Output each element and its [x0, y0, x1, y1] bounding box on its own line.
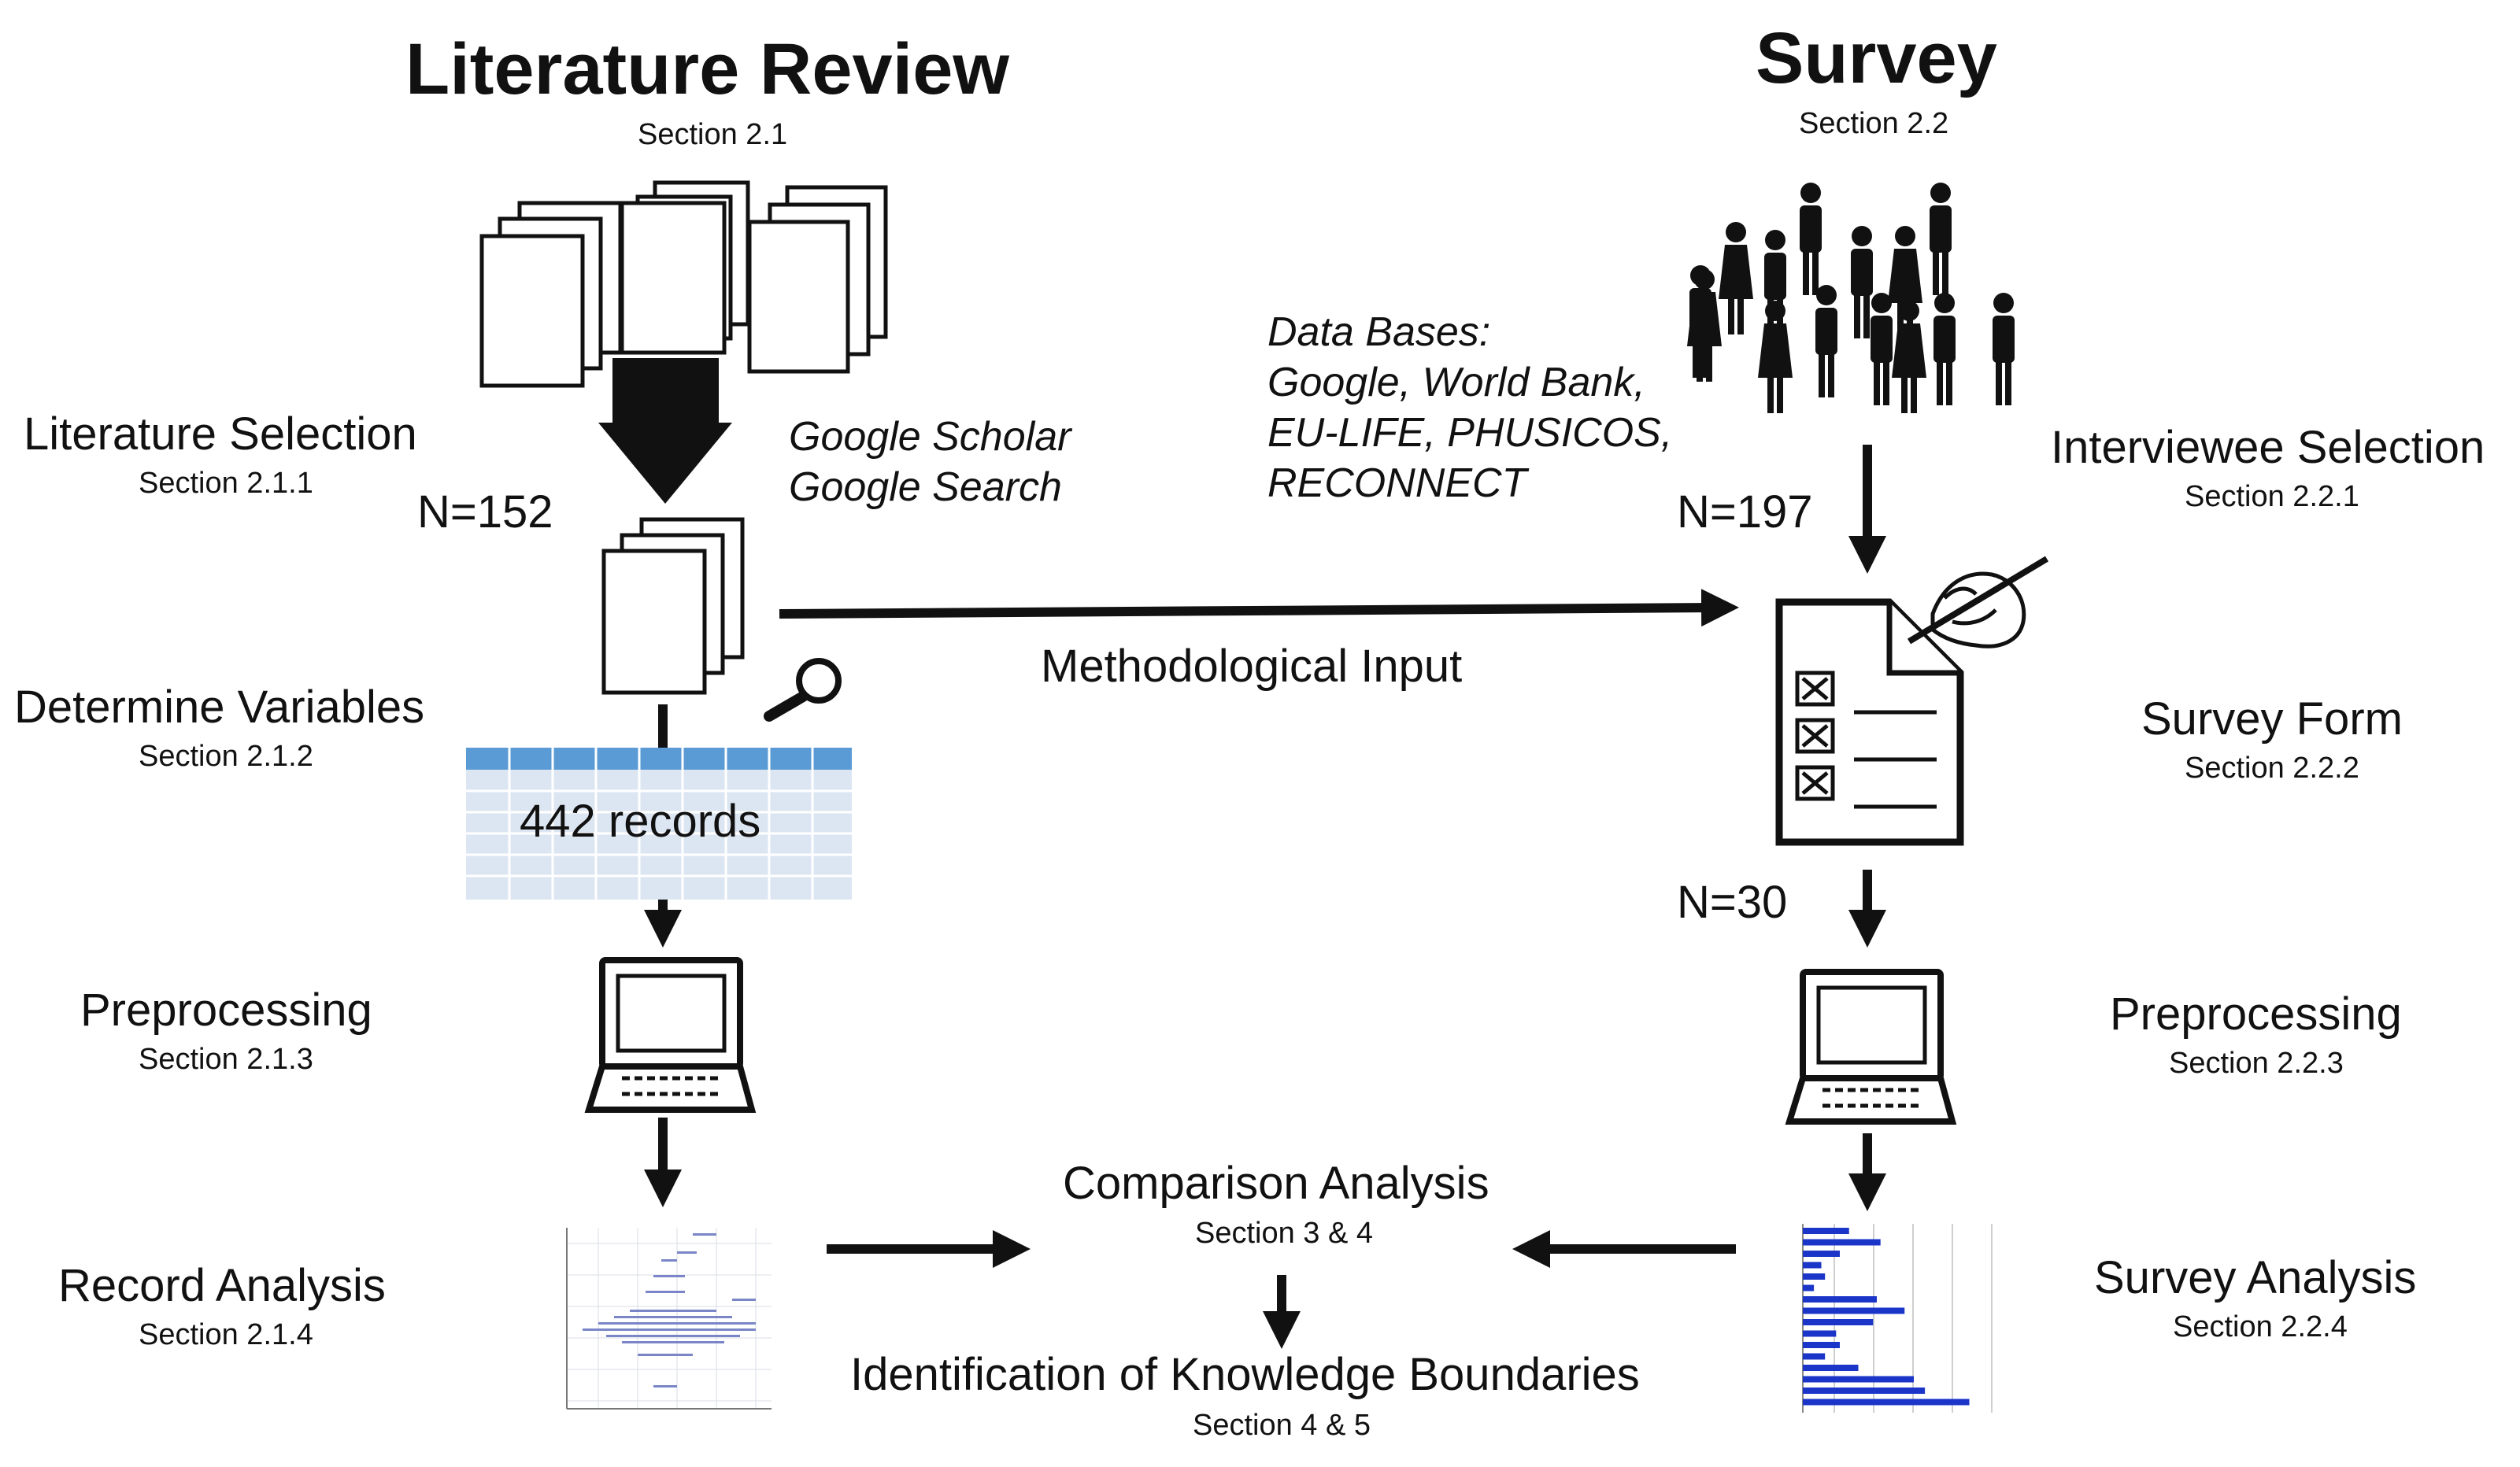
source-google-scholar: Google Scholar	[789, 414, 1071, 460]
survey-form-section: Section 2.2.2	[2185, 752, 2359, 785]
contacted-count: N=197	[1677, 486, 1813, 538]
identification-section: Section 4 & 5	[1193, 1409, 1371, 1442]
survey-analysis-label: Survey Analysis	[2094, 1252, 2417, 1303]
record-analysis-label: Record Analysis	[58, 1260, 386, 1311]
survey-bar	[1803, 1319, 1874, 1325]
survey-bar	[1803, 1228, 1849, 1234]
survey-bar	[1803, 1273, 1826, 1280]
literature-papers-icon	[479, 180, 888, 388]
literature-review-title: Literature Review	[405, 29, 1009, 109]
source-google-search: Google Search	[789, 464, 1062, 510]
comparison-analysis-label: Comparison Analysis	[1063, 1158, 1489, 1209]
papers-count: N=152	[417, 486, 553, 538]
survey-bars	[1803, 1228, 1970, 1406]
record-analysis-section: Section 2.1.4	[139, 1318, 313, 1351]
survey-bar	[1803, 1239, 1881, 1246]
laptop-icon-left	[584, 957, 757, 1113]
literature-selection-section: Section 2.1.1	[139, 467, 313, 500]
preprocessing-left-section: Section 2.1.3	[139, 1043, 313, 1076]
survey-bar	[1803, 1399, 1970, 1406]
interviewee-selection-label: Interviewee Selection	[2051, 422, 2485, 473]
survey-bar	[1803, 1353, 1826, 1360]
responses-count: N=30	[1677, 877, 1788, 928]
record-analysis-scatter-thumbnail	[555, 1224, 775, 1417]
survey-bar	[1803, 1307, 1905, 1314]
filter-funnel-arrow	[598, 358, 732, 504]
people-crowd-icon	[1687, 183, 2015, 413]
determine-variables-section: Section 2.1.2	[139, 740, 313, 773]
survey-bar	[1803, 1296, 1877, 1303]
center-flow-arrows	[779, 589, 1739, 1349]
literature-selection-label: Literature Selection	[24, 408, 417, 460]
survey-bar	[1803, 1388, 1926, 1394]
records-count: 442 records	[520, 796, 761, 847]
survey-bar	[1803, 1284, 1815, 1291]
interviewee-selection-section: Section 2.2.1	[2185, 480, 2359, 513]
records-table	[466, 748, 852, 900]
survey-form-label: Survey Form	[2141, 693, 2403, 745]
databases-line-4: RECONNECT	[1267, 460, 1527, 506]
preprocessing-right-section: Section 2.2.3	[2169, 1047, 2344, 1080]
databases-line-2: Google, World Bank,	[1267, 360, 1645, 405]
preprocessing-right-label: Preprocessing	[2110, 988, 2402, 1040]
survey-bar	[1803, 1330, 1837, 1337]
survey-bar	[1803, 1342, 1840, 1348]
survey-title: Survey	[1756, 18, 1997, 98]
survey-form-icon	[1775, 598, 1964, 846]
survey-bar	[1803, 1376, 1914, 1383]
survey-bar	[1803, 1365, 1859, 1371]
survey-analysis-section: Section 2.2.4	[2173, 1310, 2348, 1343]
methodological-input-arrow	[779, 589, 1739, 627]
laptop-icon-right	[1785, 969, 1957, 1125]
databases-line-3: EU-LIFE, PHUSICOS,	[1267, 410, 1673, 456]
methodological-input-label: Methodological Input	[1041, 641, 1463, 692]
writing-hand-icon	[1907, 556, 2049, 649]
comparison-analysis-section: Section 3 & 4	[1195, 1217, 1374, 1250]
determine-variables-label: Determine Variables	[14, 682, 425, 733]
selected-papers-icon	[601, 517, 745, 695]
survey-bar	[1803, 1262, 1822, 1269]
identification-label: Identification of Knowledge Boundaries	[850, 1349, 1640, 1400]
survey-section: Section 2.2	[1799, 107, 1949, 140]
preprocessing-left-label: Preprocessing	[80, 985, 372, 1036]
survey-analysis-bar-thumbnail	[1787, 1220, 2000, 1417]
databases-line-1: Data Bases:	[1267, 309, 1491, 355]
magnifier-icon	[764, 658, 842, 722]
literature-review-section: Section 2.1	[638, 118, 788, 151]
survey-bar	[1803, 1251, 1840, 1257]
